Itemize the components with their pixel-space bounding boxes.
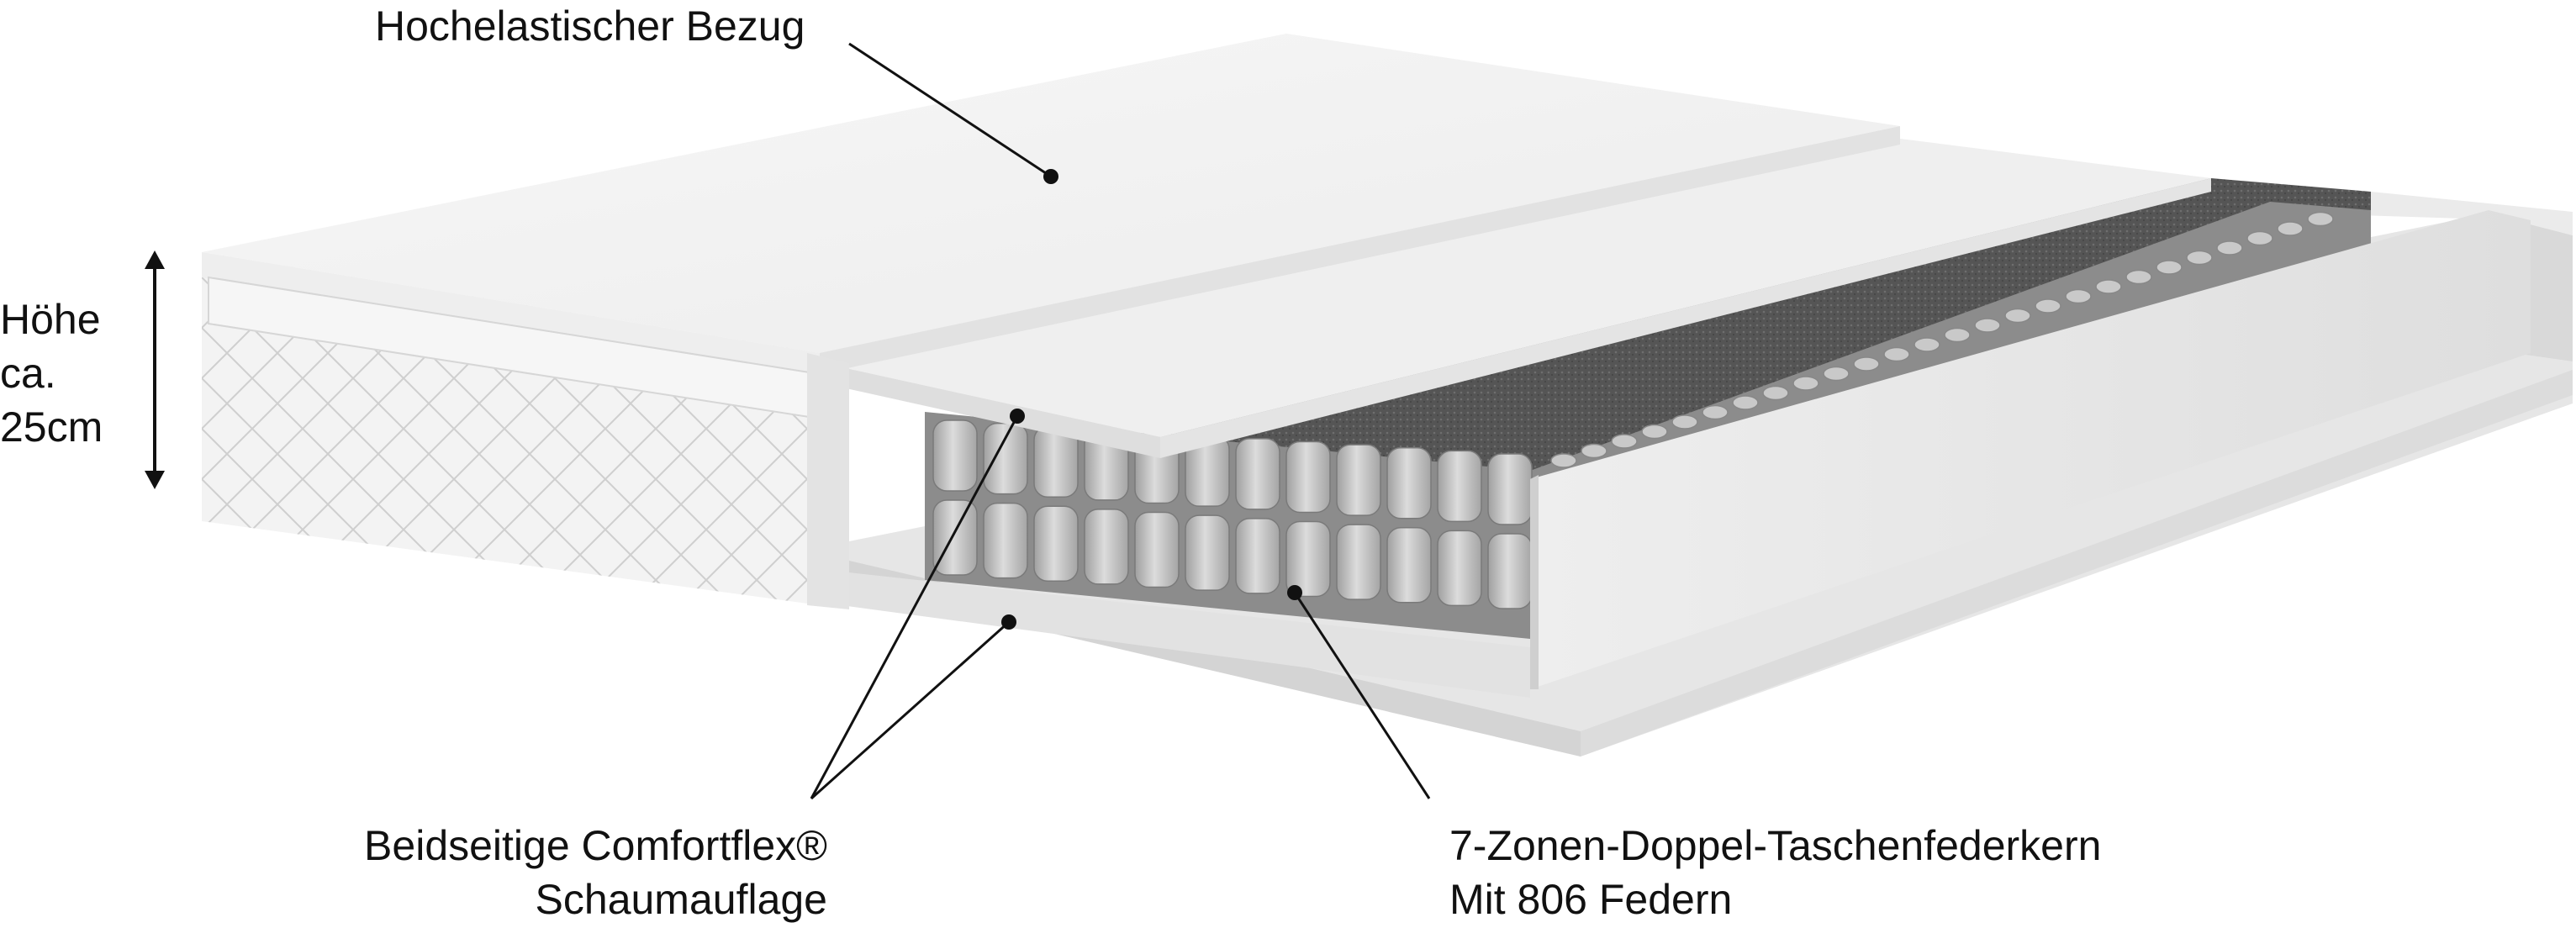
spring-top (1883, 346, 1910, 362)
spring-pocket (1437, 530, 1482, 607)
spring-pocket (1386, 446, 1432, 519)
height-label-line2: ca. (0, 350, 56, 397)
spring-top (1853, 356, 1880, 372)
spring-pocket (1084, 509, 1129, 585)
spring-top (2186, 250, 2213, 266)
lower-foam-layer (841, 572, 1530, 698)
pocket-spring-core (925, 202, 2371, 639)
spring-pocket (1437, 450, 1482, 523)
foam-label-line1: Beidseitige Comfortflex® (364, 822, 827, 869)
spring-pocket (1235, 438, 1280, 510)
height-label-line3: 25cm (0, 403, 103, 451)
front-foam-block (1530, 210, 2531, 689)
spring-pocket (1487, 453, 1533, 525)
springs-label: 7-Zonen-Doppel-Taschenfederkern Mit 806 … (1449, 819, 2101, 926)
spring-pocket (1185, 514, 1230, 591)
cover-side-panel (202, 252, 821, 605)
height-label: Höhe ca. 25cm (0, 293, 103, 454)
spring-pocket (1386, 526, 1432, 604)
spring-pocket (932, 499, 978, 576)
spring-top (2035, 298, 2061, 314)
leader-line-foam-bottom (810, 620, 1010, 800)
spring-top (2277, 221, 2304, 236)
double-headed-vertical-arrow-icon (145, 250, 165, 489)
spring-pocket (983, 422, 1028, 495)
spring-pocket (1285, 520, 1331, 598)
leader-dot-springs (1287, 585, 1302, 600)
leader-line-springs (1293, 592, 1431, 799)
foam-label-line2: Schaumauflage (535, 876, 827, 923)
spring-top (2216, 240, 2243, 256)
spring-top (1702, 404, 1729, 420)
spring-top (2004, 308, 2031, 324)
cover-top-surface (202, 34, 1900, 374)
spring-top (1550, 453, 1577, 468)
spring-top (2156, 260, 2183, 275)
spring-top (2246, 230, 2273, 246)
leader-lines (810, 42, 1431, 800)
height-label-line1: Höhe (0, 296, 101, 343)
spring-top (1823, 366, 1850, 382)
spring-top (2307, 211, 2334, 227)
leader-dot-cover (1043, 169, 1058, 184)
leader-line-cover (848, 42, 1052, 178)
spring-top (2125, 269, 2152, 285)
spring-top (1944, 327, 1971, 343)
spring-top (2065, 288, 2092, 304)
spring-top (1974, 318, 2001, 333)
spring-pocket (932, 419, 978, 492)
spring-top (1671, 414, 1698, 430)
leader-line-foam-top (810, 415, 1019, 799)
spring-top (1641, 424, 1668, 440)
felt-layer (1160, 178, 2371, 479)
leader-dot-foam-bottom (1001, 614, 1016, 630)
spring-pocket (1487, 533, 1533, 609)
spring-pocket (1336, 524, 1381, 600)
spring-top (1914, 337, 1940, 352)
spring-top (1732, 395, 1759, 410)
springs-label-line1: 7-Zonen-Doppel-Taschenfederkern (1449, 822, 2102, 869)
spring-top (2095, 279, 2122, 294)
spring-pocket (1033, 505, 1079, 583)
spring-top (1762, 385, 1789, 401)
cover-label: Hochelastischer Bezug (375, 3, 805, 50)
spring-pocket (1235, 518, 1280, 594)
upper-foam-layer (816, 139, 2211, 458)
spring-top (1792, 376, 1819, 391)
cover-inner-edge (807, 353, 849, 609)
spring-top (1581, 443, 1607, 459)
leader-dot-foam-top (1010, 409, 1025, 424)
spring-pocket (983, 502, 1028, 579)
springs-label-line2: Mit 806 Federn (1449, 876, 1733, 923)
spring-top (1611, 434, 1638, 449)
spring-pocket (1285, 440, 1331, 514)
spring-pocket (1134, 511, 1180, 588)
spring-pocket (1336, 444, 1381, 516)
foam-label: Beidseitige Comfortflex® Schaumauflage (364, 819, 827, 926)
